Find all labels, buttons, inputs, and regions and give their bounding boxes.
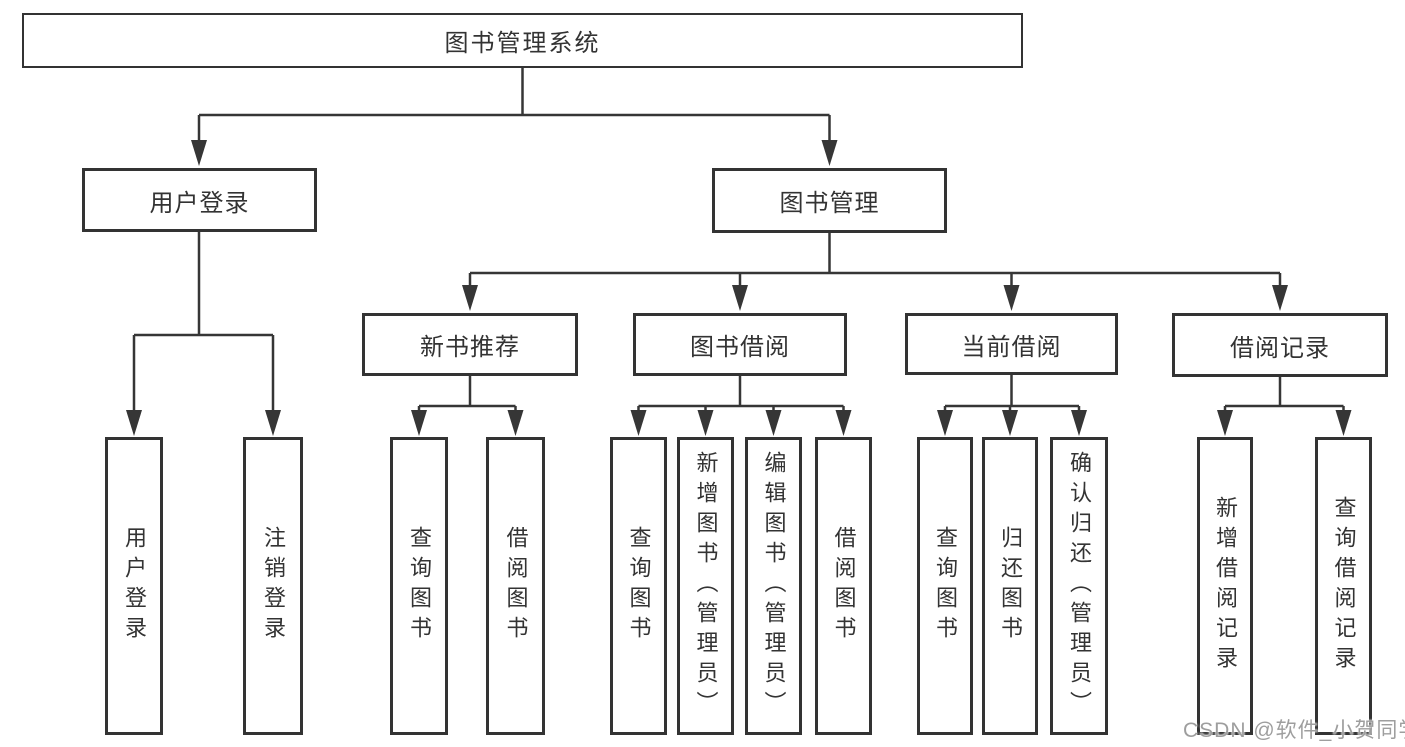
node-new-book-recommendation: 新书推荐 (362, 313, 578, 376)
leaf-label: 查询图书 (933, 526, 958, 646)
node-borrowing-records: 借阅记录 (1172, 313, 1388, 377)
leaf-label: 查询图书 (626, 526, 652, 646)
leaf-label: 借阅图书 (503, 526, 529, 646)
leaf-label: 查询借阅记录 (1331, 496, 1357, 676)
leaf-query-books-recommend: 查询图书 (390, 437, 448, 735)
leaf-label: 新增图书（管理员） (693, 451, 719, 721)
node-library-management-system: 图书管理系统 (22, 13, 1023, 68)
leaf-label: 编辑图书（管理员） (761, 451, 787, 721)
node-user-login: 用户登录 (82, 168, 317, 232)
leaf-query-borrow-record: 查询借阅记录 (1315, 437, 1372, 735)
leaf-add-book-admin: 新增图书（管理员） (677, 437, 734, 735)
node-book-management: 图书管理 (712, 168, 947, 233)
leaf-label: 注销登录 (261, 526, 286, 646)
leaf-label: 新增借阅记录 (1213, 496, 1238, 676)
leaf-borrow-books-recommend: 借阅图书 (486, 437, 545, 735)
leaf-label: 归还图书 (998, 526, 1023, 646)
leaf-query-books-borrowing: 查询图书 (610, 437, 667, 735)
leaf-query-books-current: 查询图书 (917, 437, 973, 735)
leaf-label: 确认归还（管理员） (1067, 451, 1092, 721)
leaf-confirm-return-admin: 确认归还（管理员） (1050, 437, 1108, 735)
leaf-logout: 注销登录 (243, 437, 303, 735)
leaf-return-book: 归还图书 (982, 437, 1038, 735)
csdn-watermark: CSDN @软件_小贺同学 (1183, 719, 1405, 742)
leaf-edit-book-admin: 编辑图书（管理员） (745, 437, 802, 735)
leaf-add-borrow-record: 新增借阅记录 (1197, 437, 1253, 735)
node-book-borrowing: 图书借阅 (633, 313, 847, 376)
leaf-label: 借阅图书 (831, 526, 857, 646)
leaf-user-login: 用户登录 (105, 437, 163, 735)
leaf-label: 用户登录 (122, 526, 147, 646)
node-current-borrowing: 当前借阅 (905, 313, 1118, 375)
leaf-label: 查询图书 (407, 526, 432, 646)
leaf-borrow-books-borrowing: 借阅图书 (815, 437, 872, 735)
